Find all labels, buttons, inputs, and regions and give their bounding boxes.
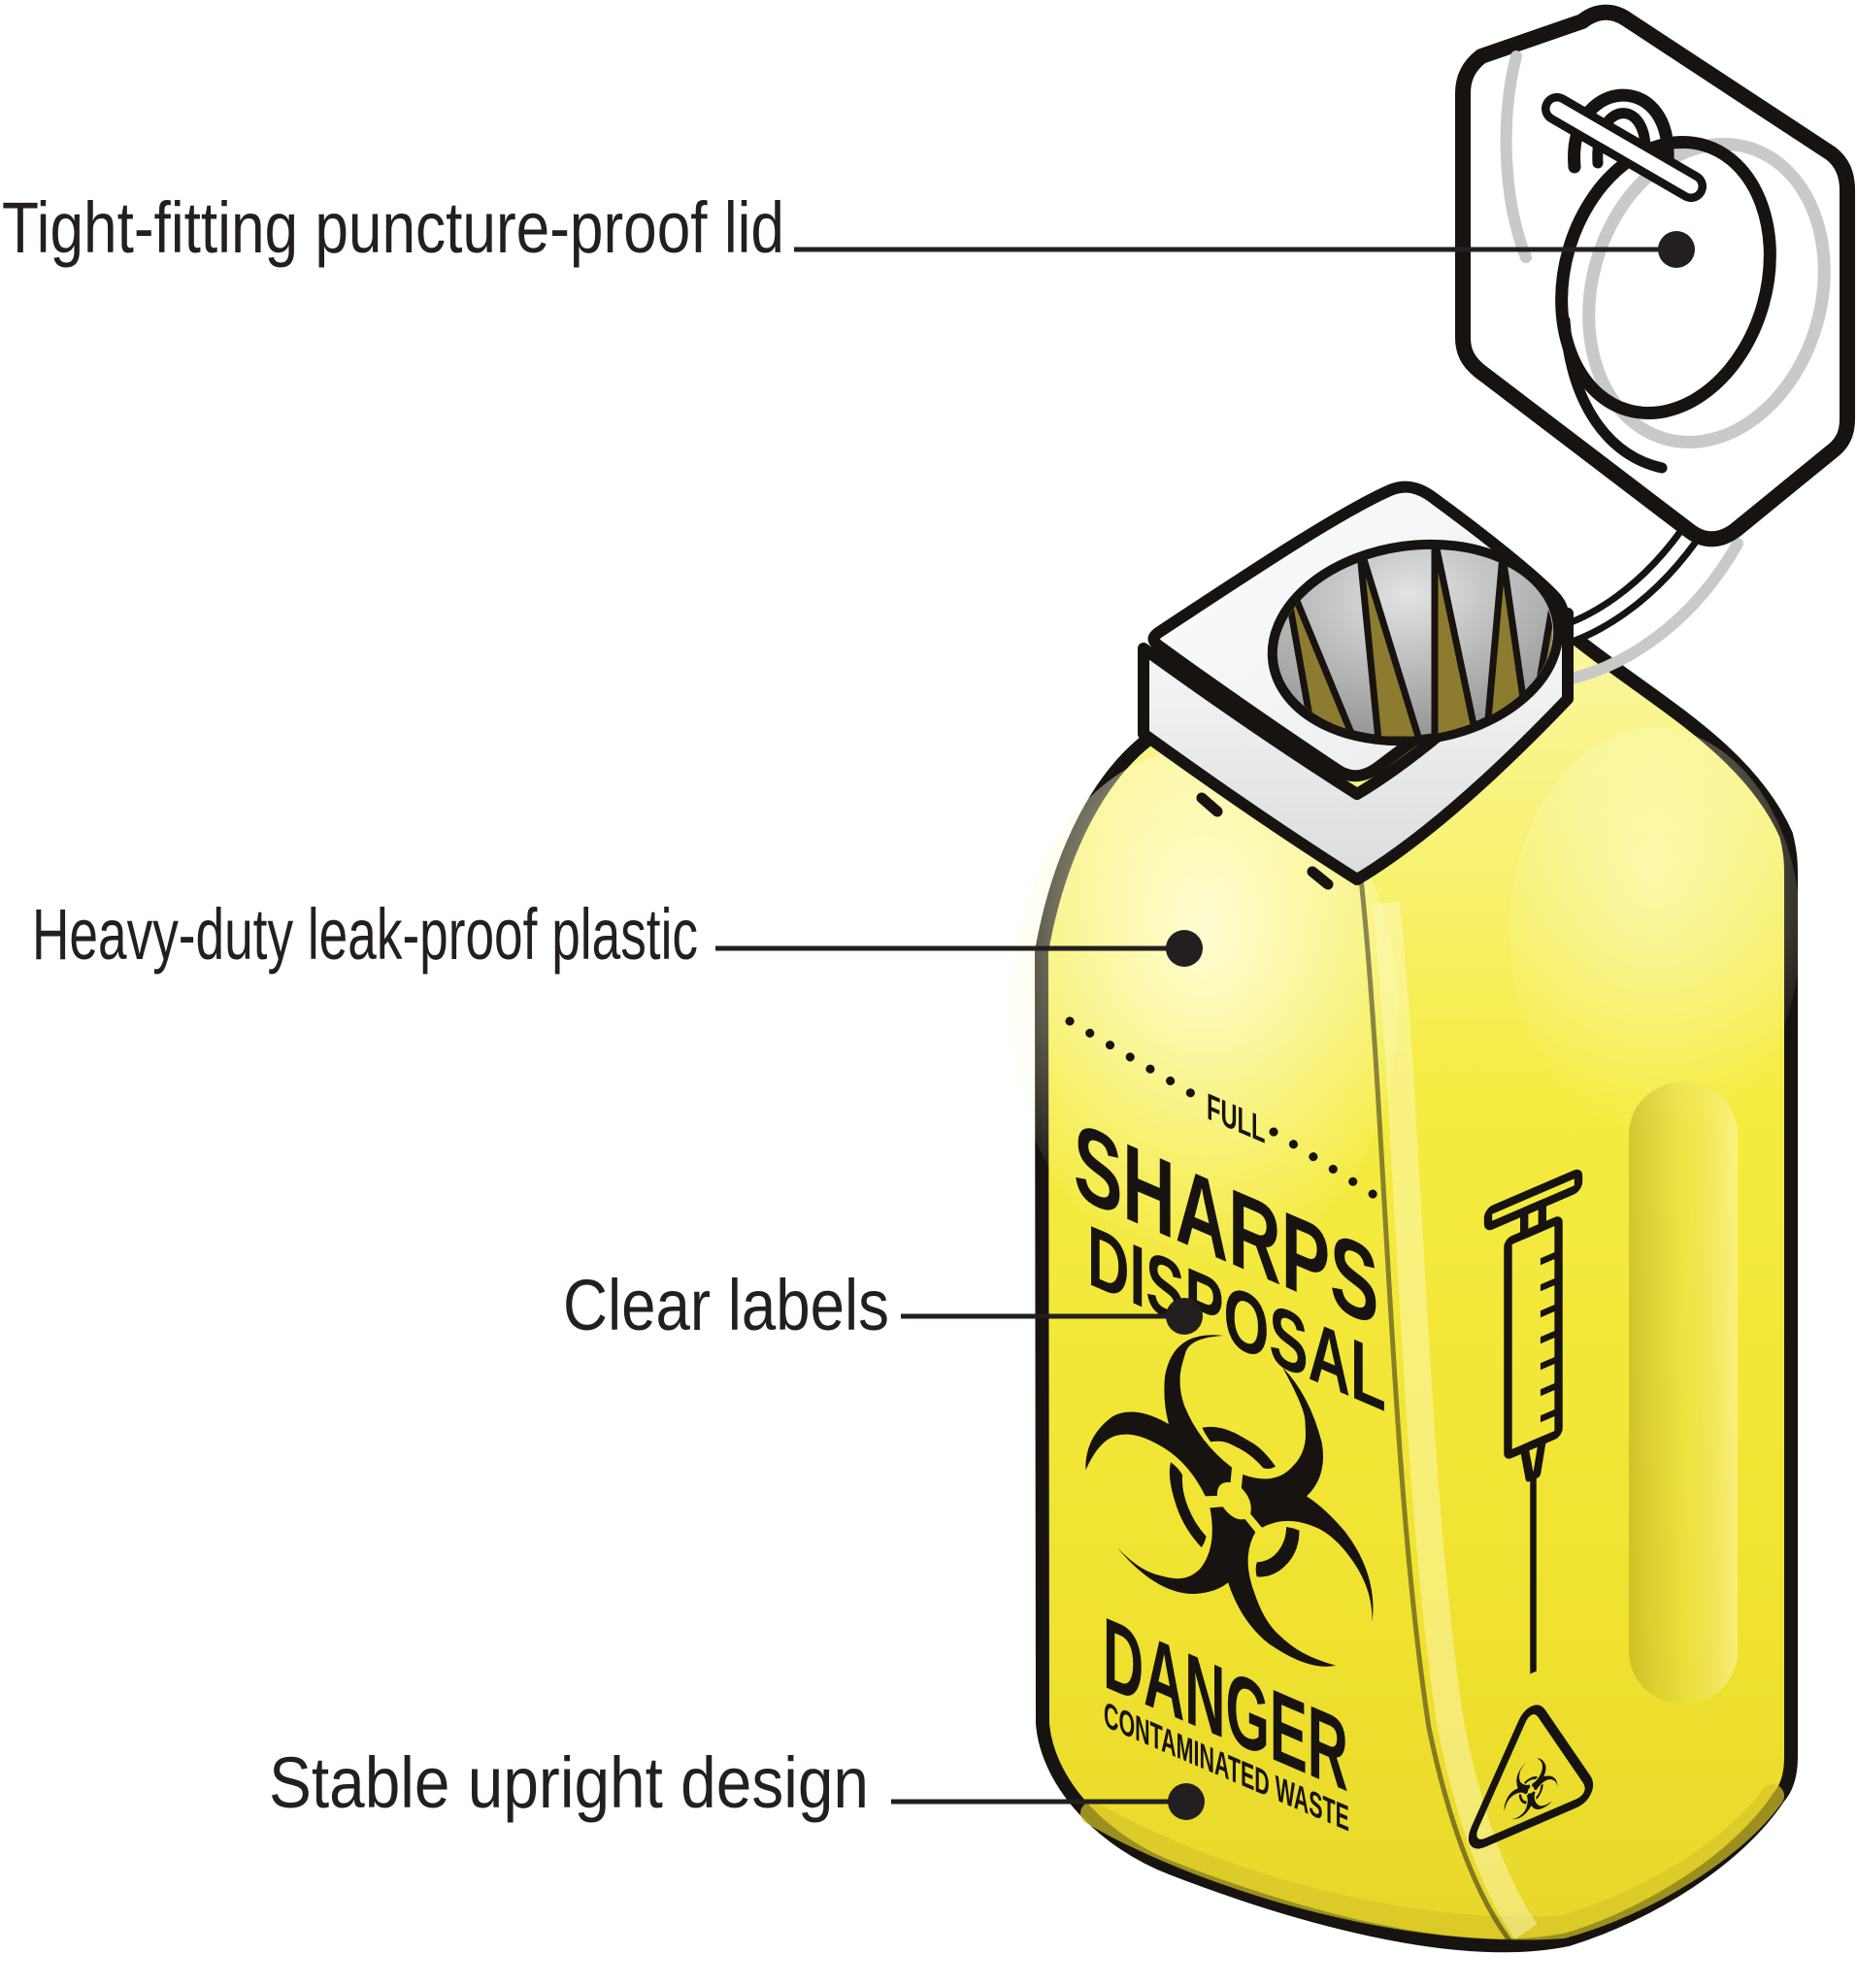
collar-notch-left bbox=[1196, 792, 1223, 817]
callout-labels: Tight-fitting puncture-proof lid Heavy-d… bbox=[2, 187, 889, 1823]
fill-level-dotted-line-left bbox=[1065, 1016, 1199, 1100]
body-bottom-shadow bbox=[1080, 1784, 1784, 1940]
annotation-lid: Tight-fitting puncture-proof lid bbox=[2, 187, 784, 268]
lid-ghost-arc-top bbox=[1500, 50, 1532, 263]
callout-dot-lid bbox=[1658, 231, 1695, 268]
funnel-opening bbox=[1267, 539, 1564, 746]
annotation-base: Stable upright design bbox=[269, 1742, 869, 1823]
body-highlight-right bbox=[1509, 728, 1801, 1136]
syringe-icon bbox=[1483, 1169, 1583, 1674]
body-highlight-left bbox=[1010, 747, 1398, 1272]
collar-notch-front bbox=[1307, 866, 1334, 890]
body-front-edge-highlight bbox=[1373, 901, 1538, 1939]
syringe-hub bbox=[1520, 1436, 1546, 1482]
warning-triangle-outline bbox=[1468, 1705, 1594, 1849]
lid-ghost-seal bbox=[1582, 138, 1831, 448]
callout-dot-plastic bbox=[1166, 930, 1203, 967]
grip-indent bbox=[1629, 1082, 1738, 1704]
container-neck bbox=[1138, 480, 1574, 885]
lid-seal-inner-lip bbox=[1559, 315, 1668, 474]
callout-dot-labels bbox=[1166, 1298, 1203, 1335]
annotation-plastic: Heavy-duty leak-proof plastic bbox=[32, 894, 698, 975]
body-front-edge bbox=[1358, 878, 1514, 1946]
annotation-labels: Clear labels bbox=[563, 1265, 889, 1345]
syringe-scale-marks bbox=[1540, 1250, 1559, 1423]
lid-outline bbox=[1455, 4, 1855, 547]
callouts bbox=[715, 231, 1695, 1820]
container-lid bbox=[1455, 4, 1855, 547]
collar-side-wall bbox=[1138, 608, 1574, 885]
hinge-ghost-curve bbox=[1551, 538, 1743, 687]
lid-latch-bar bbox=[1542, 93, 1707, 202]
container-body bbox=[1010, 629, 1801, 1953]
fill-level-dotted-line-right bbox=[1269, 1127, 1393, 1209]
callout-dot-base bbox=[1168, 1783, 1205, 1820]
